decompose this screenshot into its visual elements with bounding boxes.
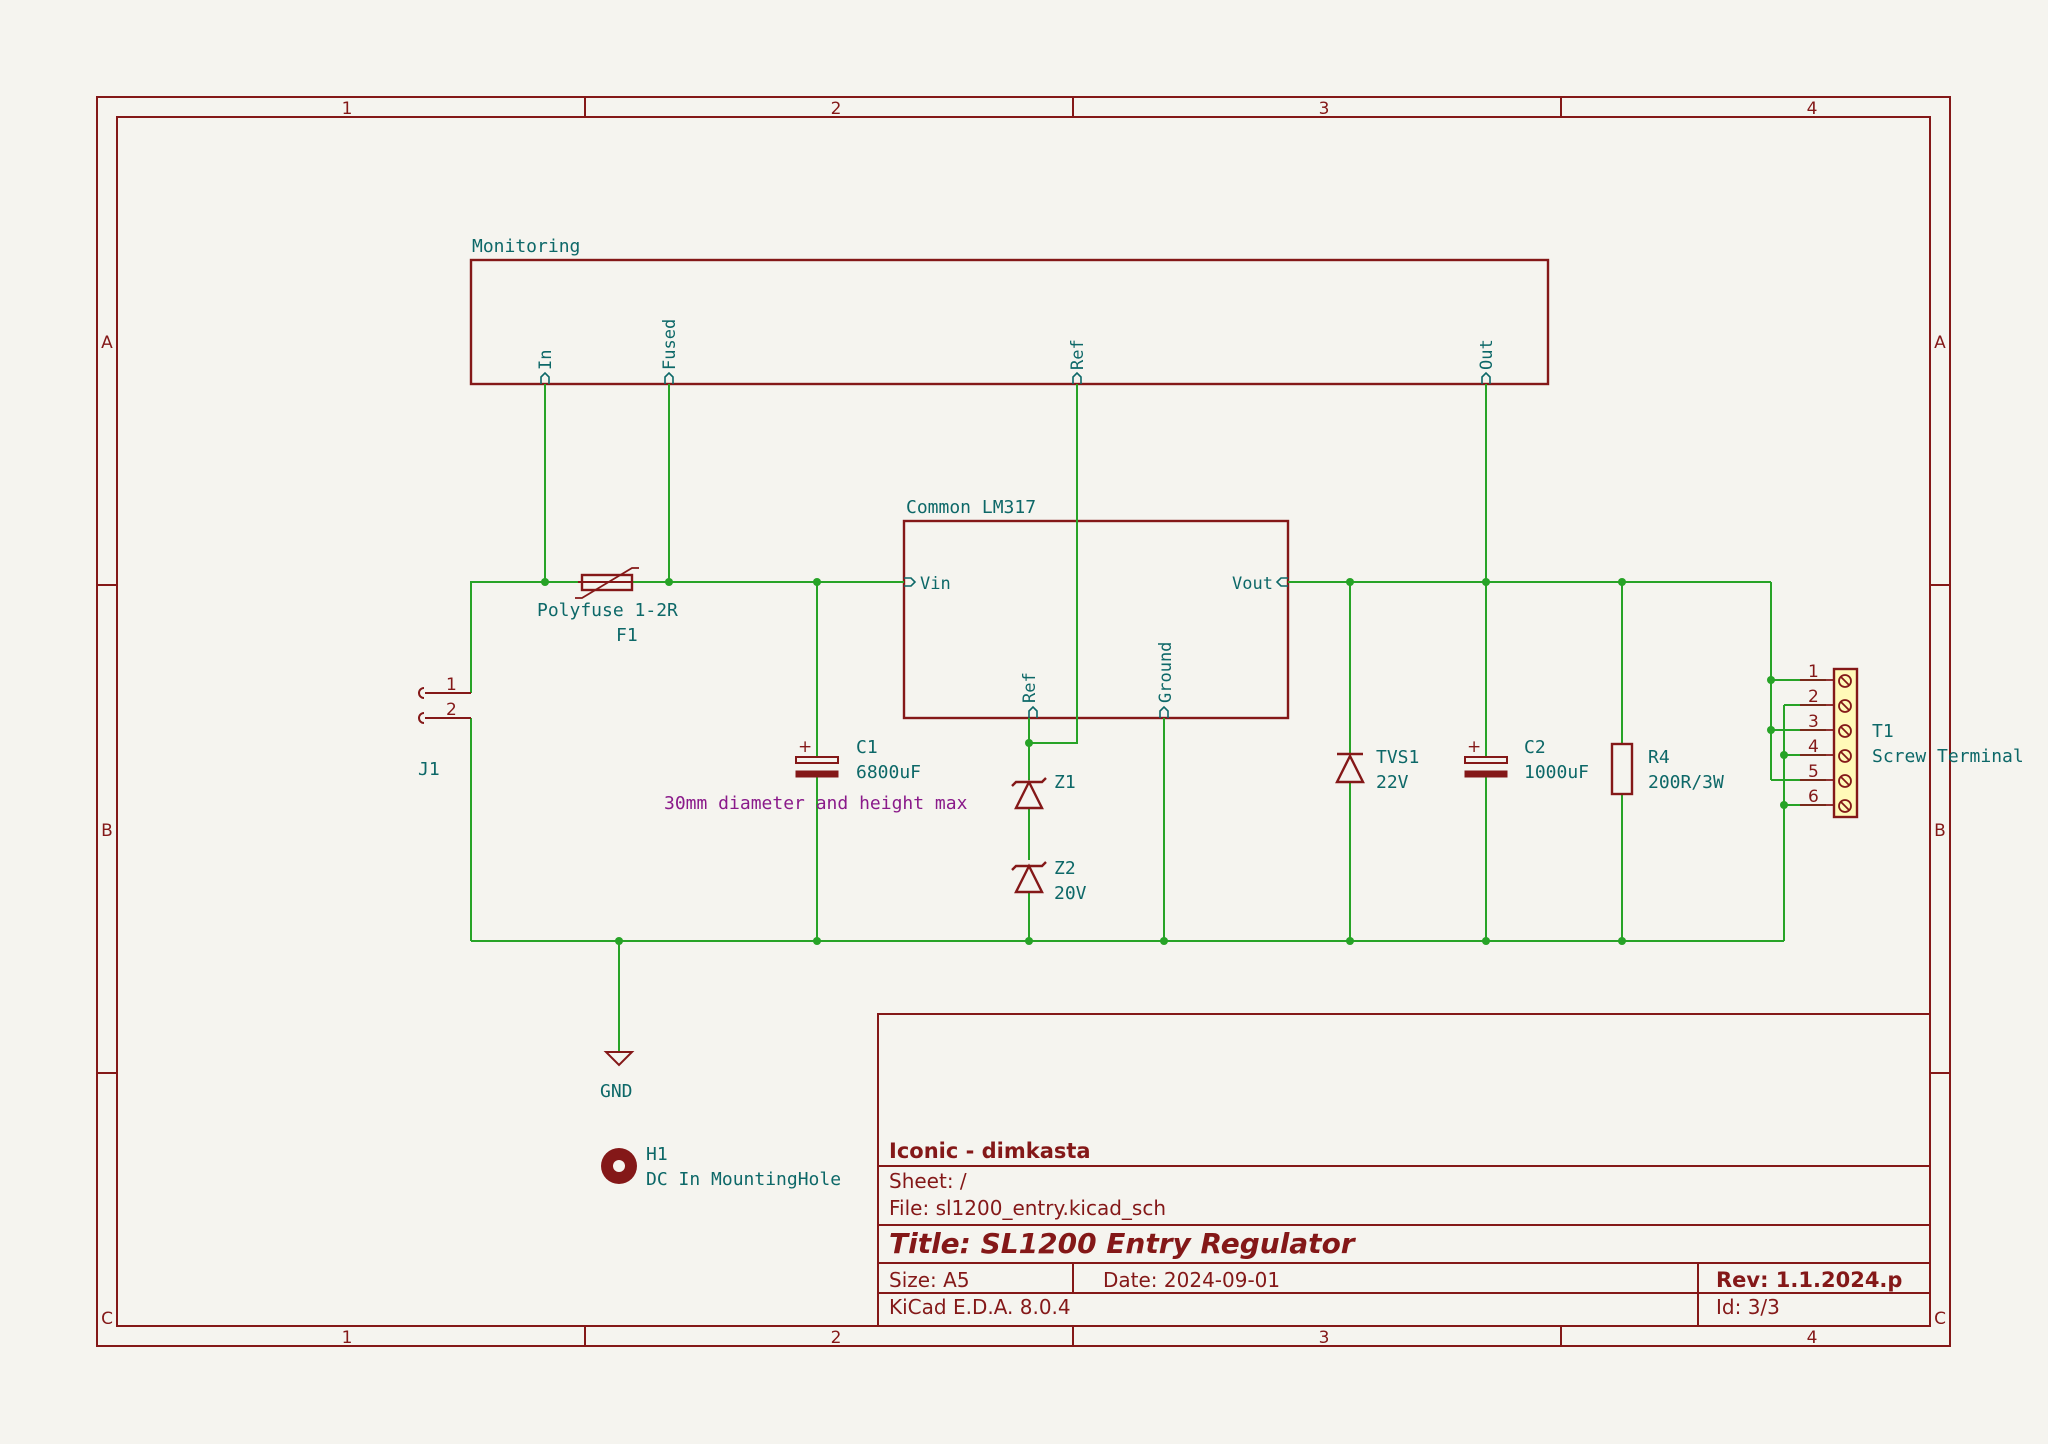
z2-value: 20V — [1054, 883, 1087, 904]
monitoring-pin-fused: Fused — [660, 319, 680, 370]
j1-connector[interactable]: 1 2 J1 — [418, 675, 471, 780]
c2-plus: + — [1467, 737, 1481, 757]
t1-pin-6: 6 — [1808, 787, 1819, 807]
c1-capacitor[interactable]: + C1 6800uF 30mm diameter and height max — [664, 737, 968, 814]
f1-value: Polyfuse 1-2R — [537, 600, 678, 621]
col-label-top-2: 2 — [831, 99, 842, 119]
h1-value: DC In MountingHole — [646, 1169, 841, 1190]
outer-border — [96, 96, 1951, 1347]
title-block-rev: Rev: 1.1.2024.p — [1716, 1268, 1902, 1292]
f1-polyfuse[interactable]: Polyfuse 1-2R F1 — [537, 567, 678, 646]
title-block-tool: KiCad E.D.A. 8.0.4 — [889, 1295, 1071, 1319]
row-label-left-c: C — [101, 1309, 113, 1329]
t1-value: Screw Terminal — [1872, 746, 2024, 767]
title-block-id: Id: 3/3 — [1716, 1295, 1780, 1319]
tvs1-diode[interactable]: TVS1 22V — [1335, 747, 1419, 793]
col-label-bottom-1: 1 — [342, 1328, 353, 1348]
z2-zener[interactable]: Z2 20V — [1011, 858, 1087, 904]
r4-value: 200R/3W — [1648, 772, 1724, 793]
capacitor-plate-icon — [795, 756, 839, 764]
lm317-pin-ref: Ref — [1020, 672, 1040, 703]
z1-zener[interactable]: Z1 — [1011, 772, 1076, 810]
t1-screw-terminal[interactable]: 1 2 3 4 5 6 T1 Screw Terminal — [1800, 662, 2024, 819]
h1-ref: H1 — [646, 1144, 668, 1165]
junctions — [541, 578, 1788, 945]
c1-plus: + — [798, 737, 812, 757]
lm317-sheet-box[interactable] — [902, 519, 1290, 720]
capacitor-plate-icon — [1464, 756, 1508, 764]
f1-ref: F1 — [616, 625, 638, 646]
col-label-top-1: 1 — [342, 99, 353, 119]
polyfuse-icon — [580, 573, 634, 592]
monitoring-sheet[interactable]: Monitoring In Fused Ref Out — [469, 236, 1550, 386]
t1-pin-1: 1 — [1808, 662, 1819, 682]
c1-note: 30mm diameter and height max — [664, 793, 968, 814]
lm317-pin-vin: Vin — [920, 574, 951, 594]
c1-value: 6800uF — [856, 762, 921, 783]
c1-ref: C1 — [856, 737, 878, 758]
c2-value: 1000uF — [1524, 762, 1589, 783]
r4-ref: R4 — [1648, 747, 1670, 768]
monitoring-pin-out: Out — [1477, 339, 1497, 370]
col-label-bottom-4: 4 — [1807, 1328, 1818, 1348]
row-label-right-b: B — [1934, 821, 1946, 841]
lm317-sheet-name: Common LM317 — [906, 497, 1036, 518]
col-label-bottom-2: 2 — [831, 1328, 842, 1348]
title-block-company: Iconic - dimkasta — [889, 1139, 1091, 1163]
tvs1-ref: TVS1 — [1376, 747, 1419, 768]
title-block-date: Date: 2024-09-01 — [1103, 1268, 1280, 1292]
title-block-border — [877, 1013, 1931, 1327]
row-label-left-b: B — [101, 821, 113, 841]
tvs1-value: 22V — [1376, 772, 1409, 793]
lm317-sheet[interactable]: Common LM317 Vin Vout Ref Ground — [902, 497, 1290, 720]
title-block-sheet: Sheet: / — [889, 1169, 967, 1193]
monitoring-pin-ref: Ref — [1068, 339, 1088, 370]
title-block-title: Title: SL1200 Entry Regulator — [889, 1227, 1357, 1260]
row-label-right-c: C — [1934, 1309, 1946, 1329]
title-block-file: File: sl1200_entry.kicad_sch — [889, 1196, 1166, 1220]
t1-pin-2: 2 — [1808, 687, 1819, 707]
j1-pin1: 1 — [446, 675, 457, 695]
title-block: Iconic - dimkasta Sheet: / File: sl1200_… — [877, 1013, 1931, 1327]
wires — [470, 384, 1826, 1052]
t1-pin-4: 4 — [1808, 737, 1819, 757]
t1-pin-5: 5 — [1808, 762, 1819, 782]
title-block-size: Size: A5 — [889, 1268, 970, 1292]
terminal-block-icon — [1832, 667, 1859, 819]
jack-pin-icon — [418, 687, 425, 699]
row-label-right-a: A — [1934, 333, 1946, 353]
z1-ref: Z1 — [1054, 772, 1076, 793]
col-label-bottom-3: 3 — [1319, 1328, 1330, 1348]
zener-icon — [1014, 779, 1044, 810]
monitoring-sheet-name: Monitoring — [472, 236, 580, 257]
monitoring-pin-in: In — [536, 350, 556, 370]
lm317-pin-ground: Ground — [1156, 642, 1176, 703]
gnd-label: GND — [600, 1081, 633, 1102]
ground-icon — [603, 1051, 635, 1067]
c2-capacitor[interactable]: + C2 1000uF — [1464, 737, 1589, 783]
j1-pin2: 2 — [446, 700, 457, 720]
t1-pin-3: 3 — [1808, 712, 1819, 732]
zener-icon — [1014, 863, 1044, 894]
lm317-pin-vout: Vout — [1232, 574, 1273, 594]
r4-resistor[interactable]: R4 200R/3W — [1610, 742, 1724, 796]
tvs-diode-icon — [1335, 753, 1365, 784]
h1-mounting-hole[interactable]: H1 DC In MountingHole — [601, 1144, 841, 1190]
col-label-top-4: 4 — [1807, 99, 1818, 119]
c2-ref: C2 — [1524, 737, 1546, 758]
gnd-symbol[interactable]: GND — [600, 1051, 635, 1102]
row-label-left-a: A — [101, 333, 113, 353]
z2-ref: Z2 — [1054, 858, 1076, 879]
col-label-top-3: 3 — [1319, 99, 1330, 119]
monitoring-sheet-box[interactable] — [469, 258, 1550, 386]
resistor-icon — [1610, 742, 1634, 796]
j1-ref: J1 — [418, 759, 440, 780]
t1-ref: T1 — [1872, 721, 1894, 742]
